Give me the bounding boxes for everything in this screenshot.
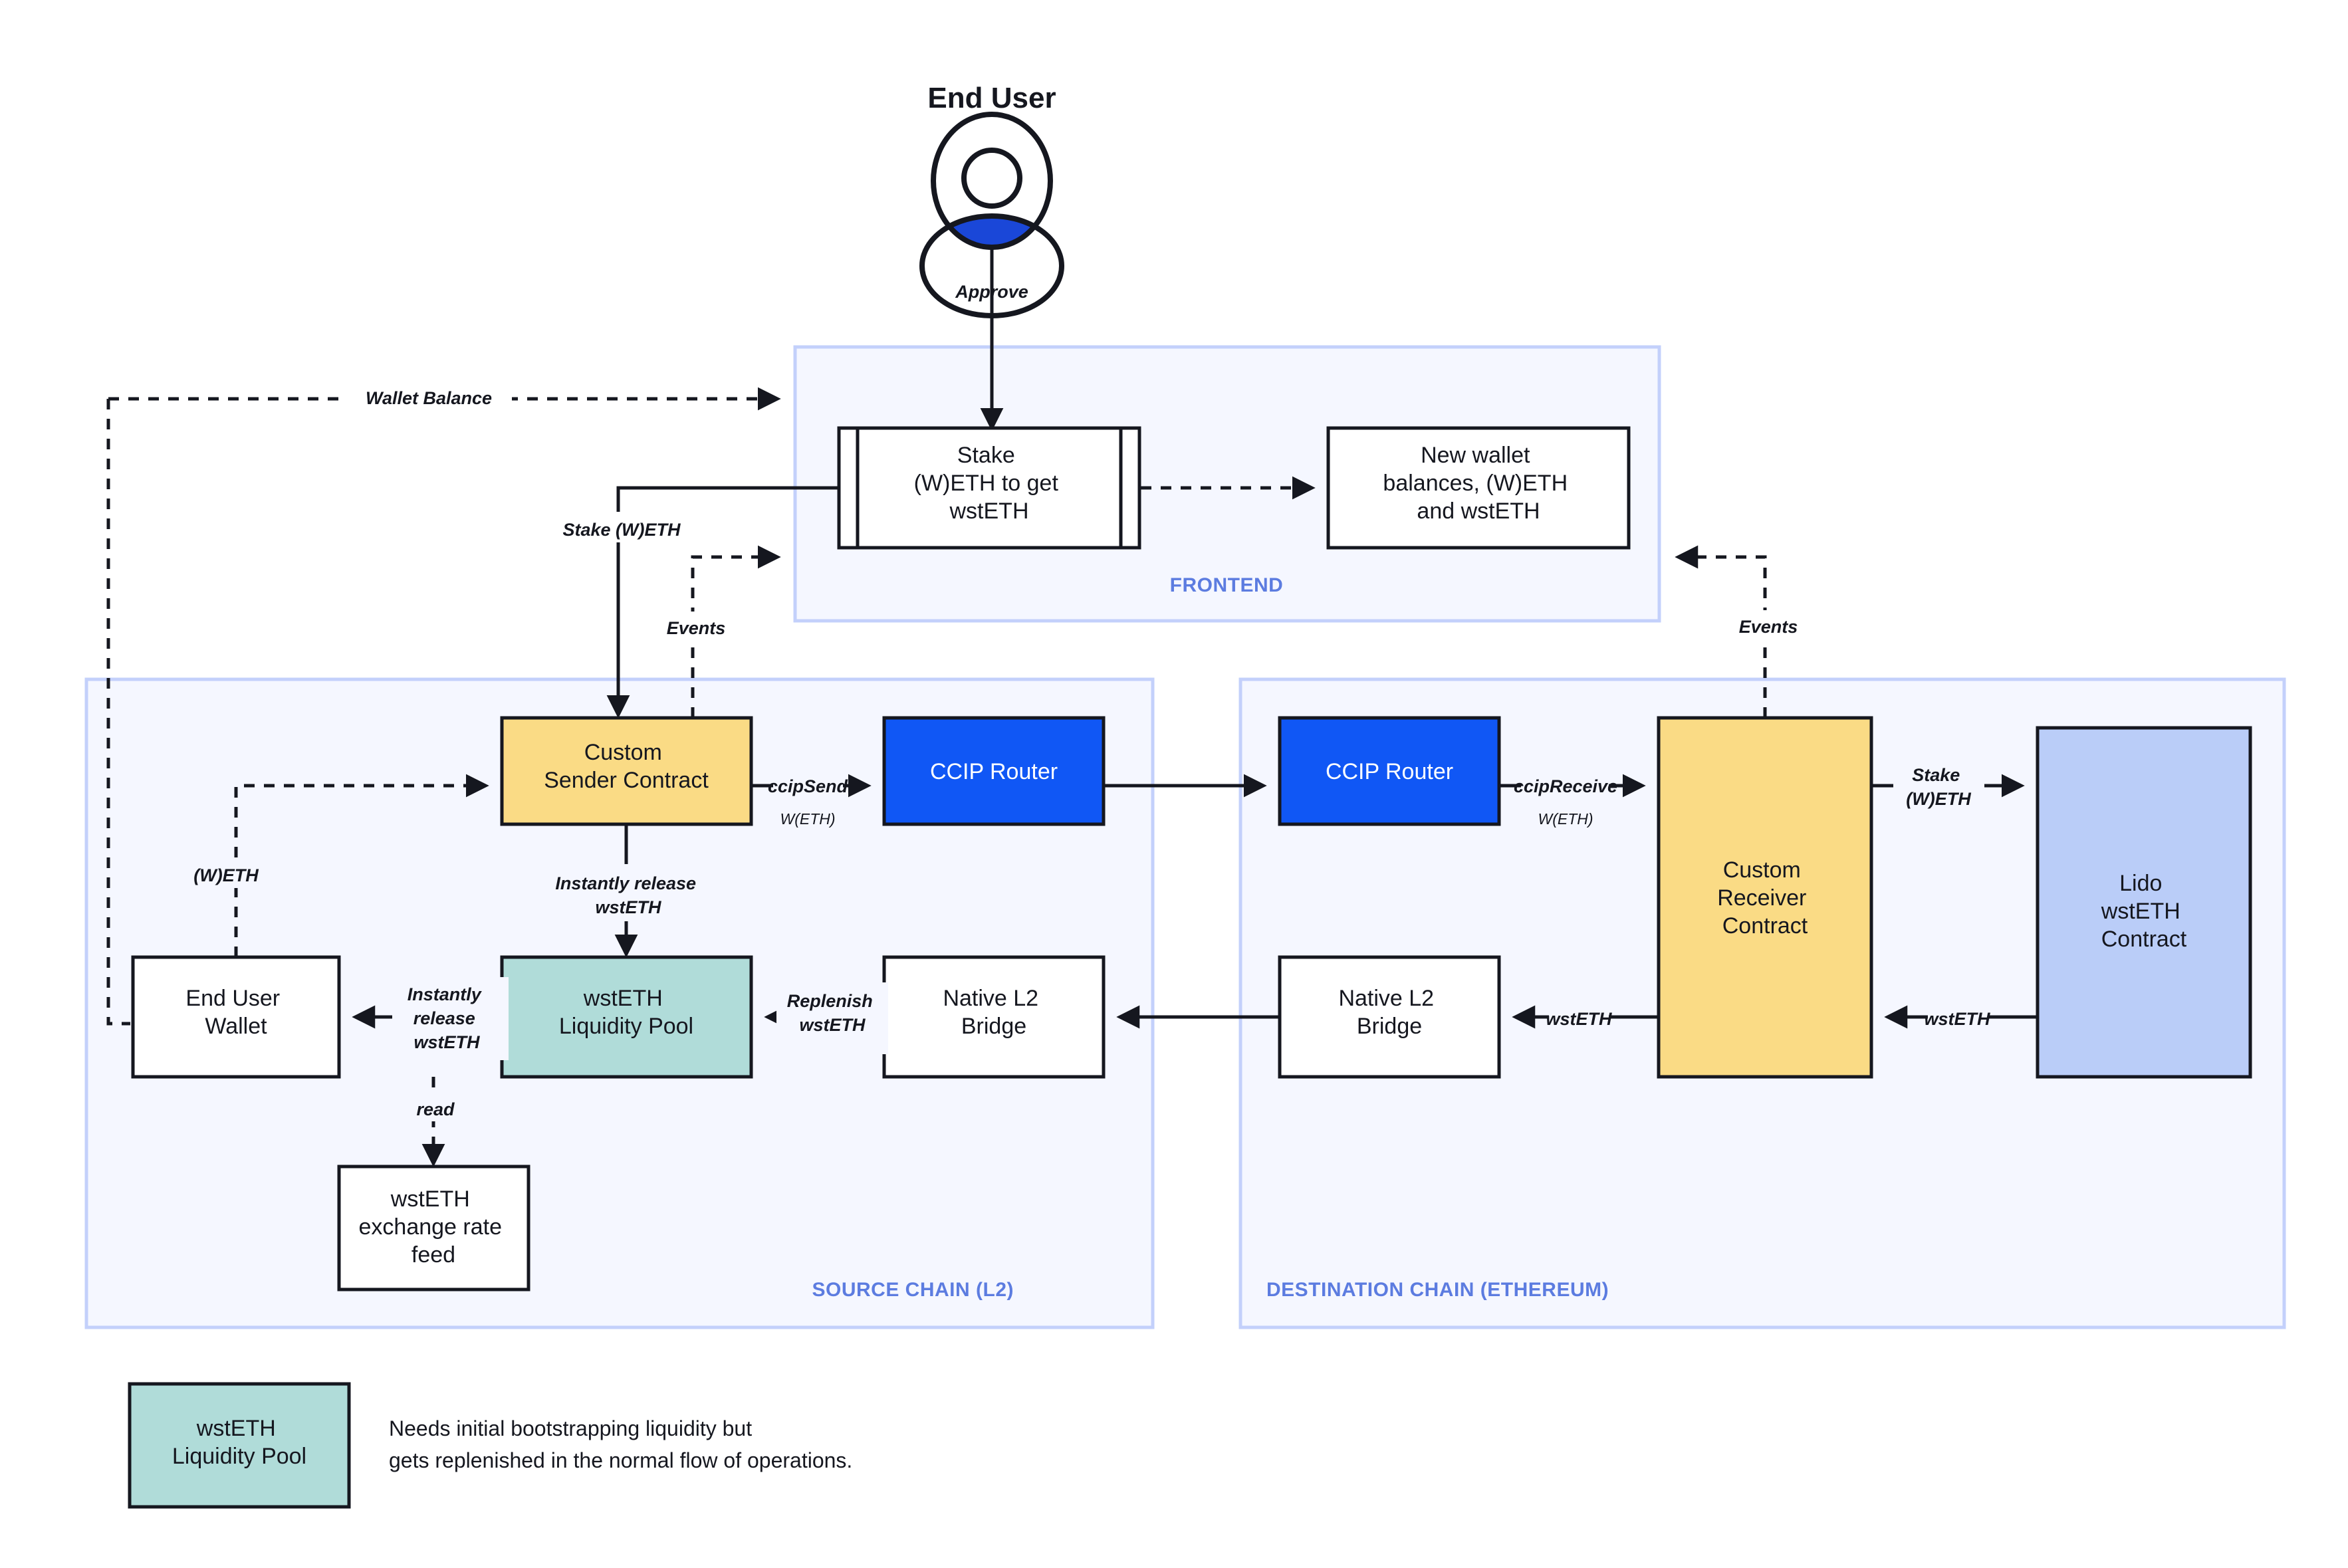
edge-label-wsteth-lido: wstETH [1924,1009,1990,1029]
edge-label-read: read [416,1099,455,1119]
edge-label-wallet-balance: Wallet Balance [366,388,492,408]
node-label-stake-form: Stake (W)ETH to get wstETH [914,443,1065,524]
edge-label-ccip-receive: ccipReceive [1514,776,1617,796]
node-ccip-router-dst[interactable]: CCIP Router [1278,716,1501,826]
edge-label-approve: Approve [955,282,1028,302]
edge-events-right: Events [1675,545,1812,718]
zone-label-frontend: FRONTEND [1170,574,1284,596]
edge-events-left: Events [655,545,781,718]
edge-label-weth: (W)ETH [193,865,259,885]
zone-label-source-chain: SOURCE CHAIN (L2) [812,1279,1014,1301]
node-receiver-contract[interactable]: Custom Receiver Contract [1657,716,1873,1079]
edge-replenish: Replenish wstETH [764,982,888,1054]
edge-approve: Approve [955,249,1028,431]
legend-note-line2: gets replenished in the normal flow of o… [389,1448,852,1472]
edge-label-instantly-release-wallet: Instantly release wstETH [408,984,487,1052]
edge-label-ccip-receive-sub: W(ETH) [1538,810,1593,828]
edge-label-wsteth-bridge: wstETH [1546,1009,1612,1029]
node-lido-contract[interactable]: Lido wstETH Contract [2036,726,2252,1079]
legend-note-line1: Needs initial bootstrapping liquidity bu… [389,1416,752,1440]
node-label-ccip-router-dst: CCIP Router [1326,759,1453,784]
edge-label-events-left: Events [667,618,726,638]
zone-label-destination-chain: DESTINATION CHAIN (ETHEREUM) [1266,1279,1609,1301]
node-liquidity-pool[interactable]: wstETH Liquidity Pool [500,955,753,1079]
node-new-balances[interactable]: New wallet balances, (W)ETH and wstETH [1326,426,1631,550]
edge-ccip-send: ccipSend W(ETH) [751,774,872,828]
node-label-liquidity-pool: wstETH Liquidity Pool [559,986,693,1039]
edge-label-ccip-send: ccipSend [768,776,848,796]
node-label-rate-feed: wstETH exchange rate feed [359,1186,509,1268]
node-label-ccip-router-src: CCIP Router [930,759,1058,784]
node-rate-feed[interactable]: wstETH exchange rate feed [337,1165,530,1291]
edge-wsteth-to-bridge: wstETH [1512,1005,1659,1029]
edge-instantly-release-wallet: Instantly release wstETH [352,977,509,1060]
node-ccip-router-src[interactable]: CCIP Router [882,716,1106,826]
node-label-end-user-wallet: End User Wallet [185,986,286,1039]
edge-label-events-right: Events [1739,617,1798,637]
node-label-sender-contract: Custom Sender Contract [544,740,709,793]
edge-label-ccip-send-sub: W(ETH) [780,810,835,828]
edge-stake-weth-destination: Stake (W)ETH [1871,765,2025,809]
edge-label-instantly-release-pool: Instantly release wstETH [555,873,701,917]
edge-label-stake-weth-destination: Stake (W)ETH [1906,765,1971,809]
edge-instantly-release-pool: Instantly release wstETH [532,824,725,958]
edge-label-stake-weth: Stake (W)ETH [562,520,681,540]
edge-stake-weth: Stake (W)ETH [545,486,839,719]
actor-label-end-user: End User [927,82,1056,114]
legend-swatch [128,1382,351,1509]
edge-weth: (W)ETH [166,774,489,957]
node-sender-contract[interactable]: Custom Sender Contract [500,716,753,826]
node-label-receiver-contract: Custom Receiver Contract [1717,857,1813,939]
edge-read: read [399,1077,472,1167]
node-label-new-balances: New wallet balances, (W)ETH and wstETH [1383,443,1574,524]
edge-ccip-receive: ccipReceive W(ETH) [1499,774,1646,828]
node-stake-form[interactable]: Stake (W)ETH to get wstETH [837,426,1141,550]
node-native-bridge-src[interactable]: Native L2 Bridge [882,955,1106,1079]
node-native-bridge-dst[interactable]: Native L2 Bridge [1278,955,1501,1079]
legend-swatch-label: wstETH Liquidity Pool [172,1416,306,1469]
edge-wsteth-from-lido: wstETH [1884,1005,2038,1029]
node-label-lido-contract: Lido wstETH Contract [2101,871,2187,952]
edge-wallet-balance: Wallet Balance [106,380,781,1026]
legend: wstETH Liquidity Pool Needs initial boot… [128,1382,852,1509]
node-end-user-wallet[interactable]: End User Wallet [131,955,341,1079]
node-label-native-bridge-dst: Native L2 Bridge [1338,986,1440,1039]
edge-label-replenish: Replenish wstETH [787,991,878,1035]
node-label-native-bridge-src: Native L2 Bridge [943,986,1044,1039]
